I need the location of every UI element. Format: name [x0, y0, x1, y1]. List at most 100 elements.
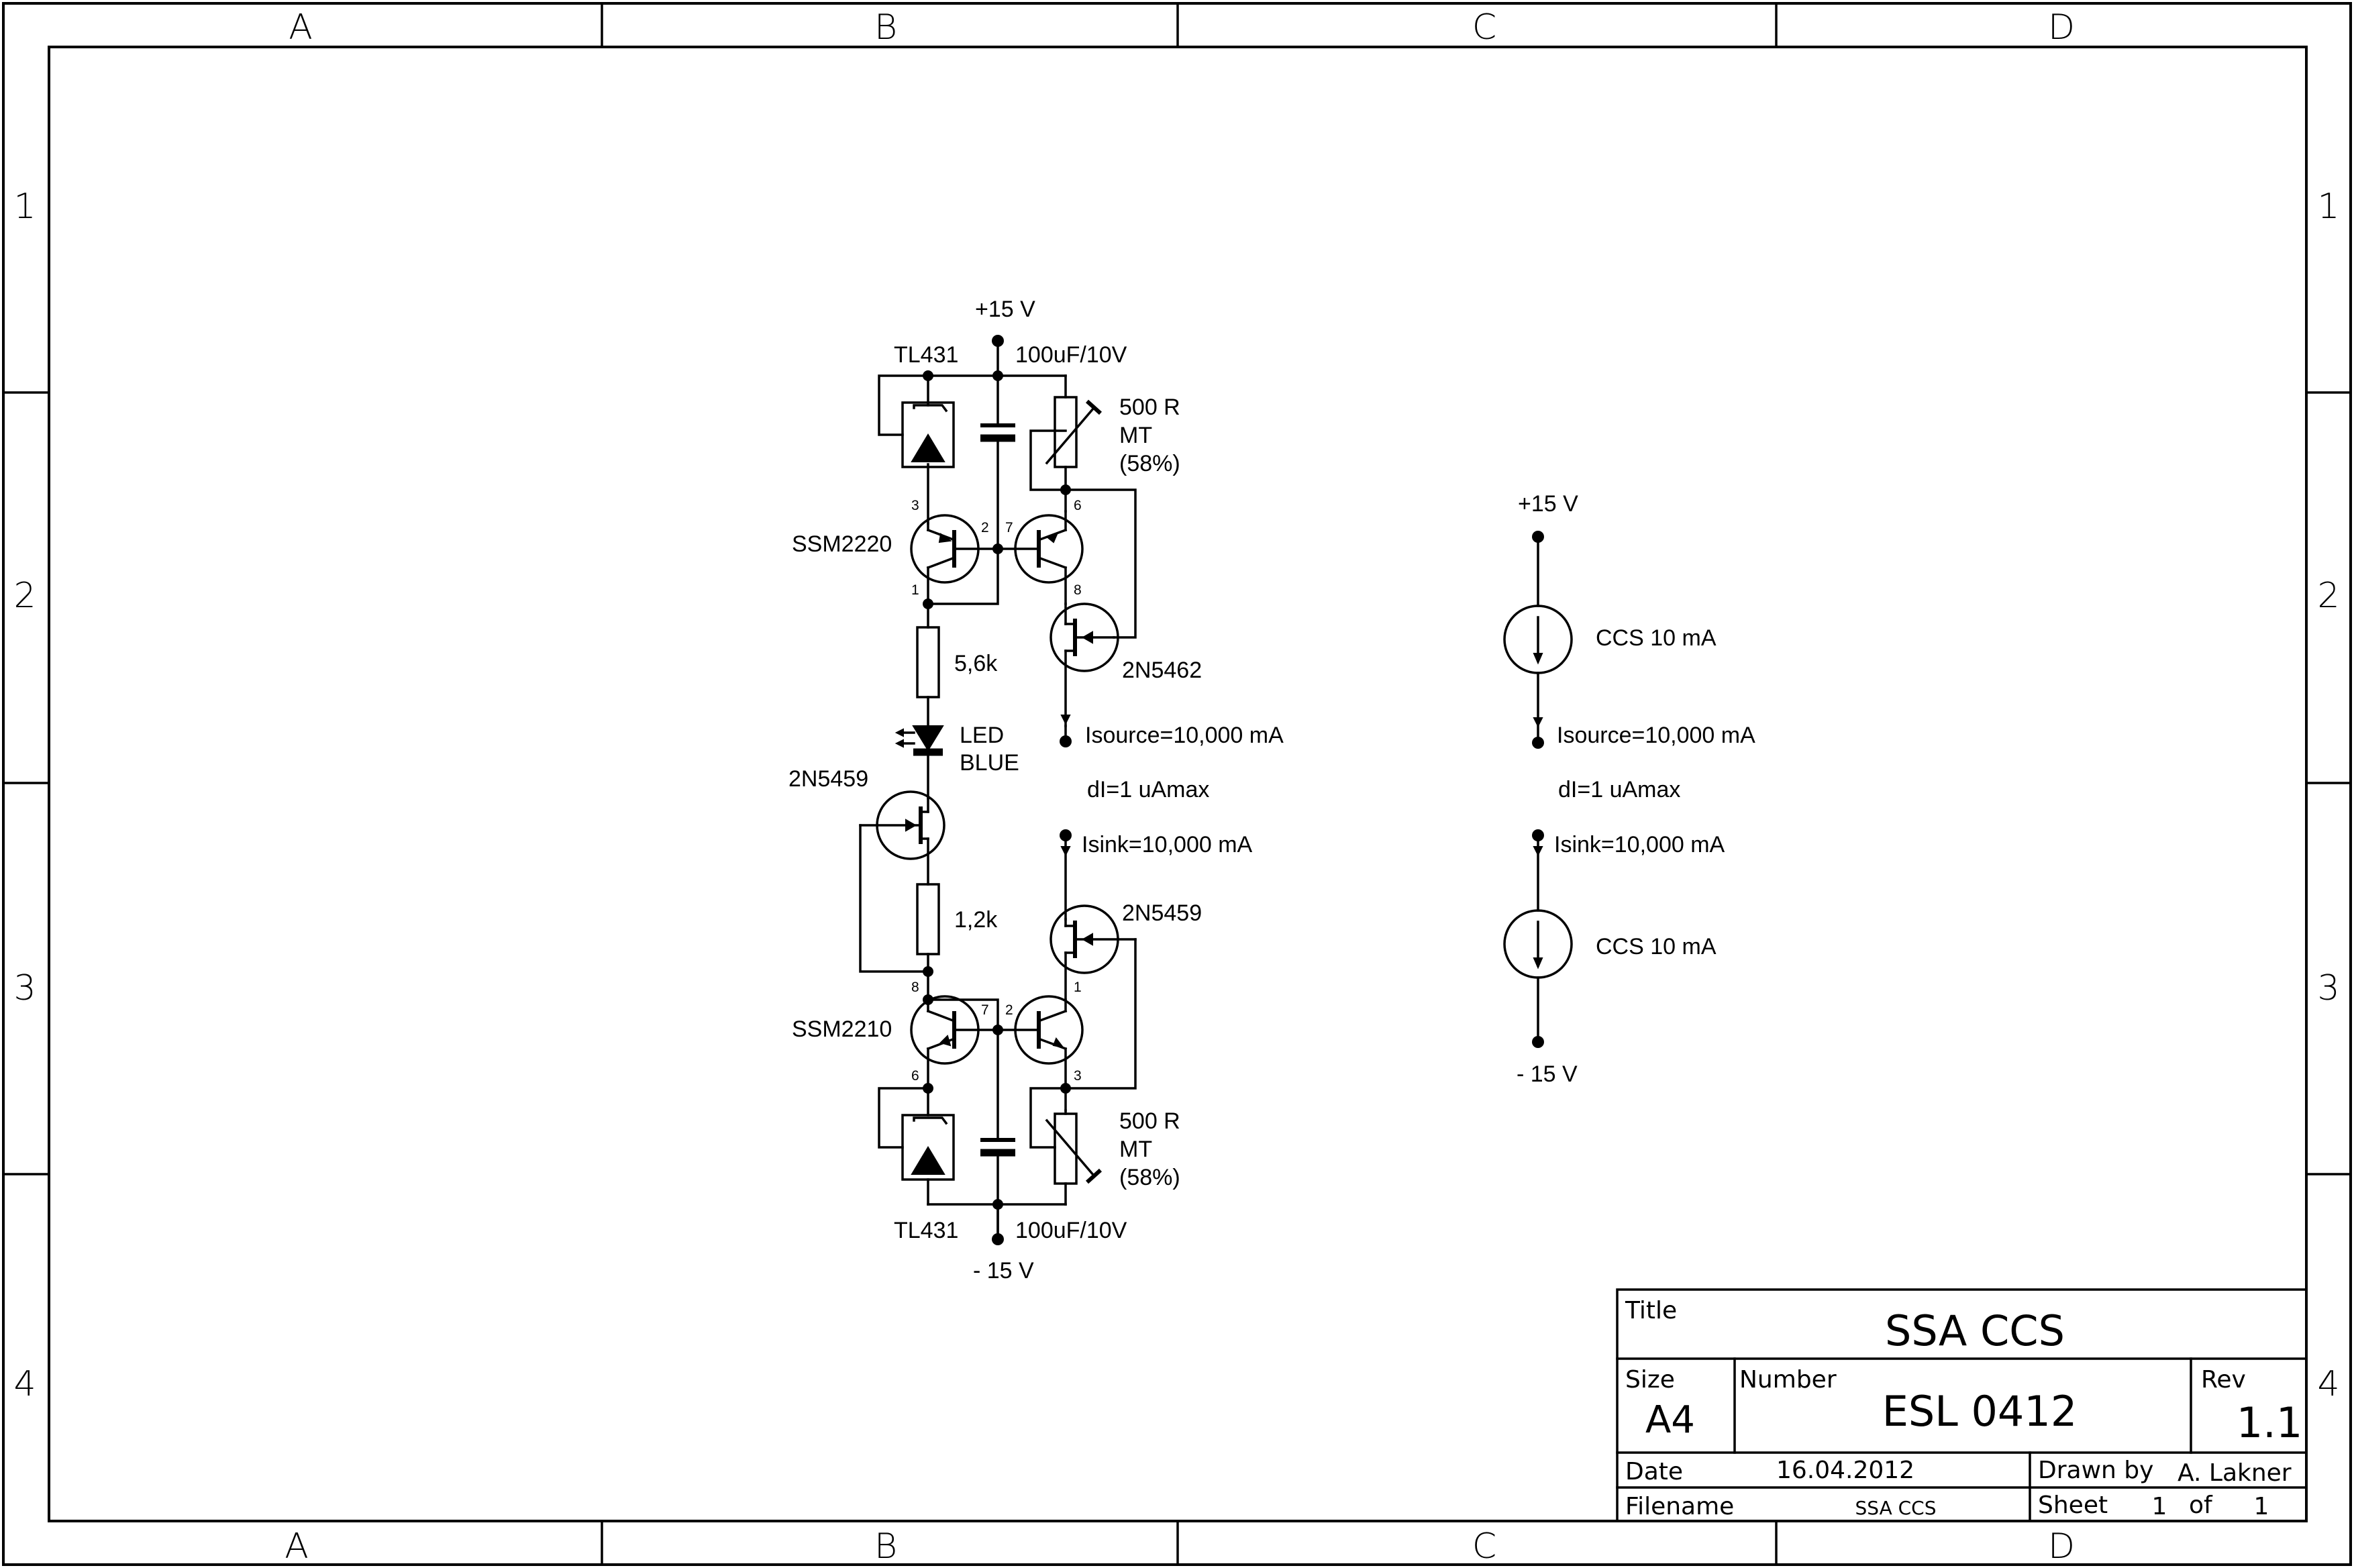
supply-minus-node — [992, 1233, 1004, 1245]
sheets-value: 1 — [2254, 1493, 2269, 1520]
pin-label: 2 — [981, 520, 989, 535]
pin-label: 7 — [1005, 520, 1013, 535]
size-value: A4 — [1645, 1398, 1695, 1442]
jfet-2n5459-middle: 2N5459 — [788, 766, 945, 886]
zone-row-1-left: 1 — [13, 187, 36, 227]
tl431-upper-symbol — [878, 374, 955, 525]
title-block: Title SSA CCS Size A4 Number ESL 0412 Re… — [1616, 1288, 2308, 1522]
led-label-line2: BLUE — [960, 750, 1019, 776]
sheet-label: Sheet — [2038, 1492, 2108, 1519]
upper-supply-label: +15 V — [975, 297, 1035, 322]
supply-plus-node — [992, 335, 1004, 347]
sink-current-label: Isink=10,000 mA — [1082, 832, 1253, 857]
pin-label: 6 — [911, 1068, 919, 1084]
upper-trimmer-value: 500 R — [1119, 395, 1180, 420]
of-label: of — [2189, 1492, 2213, 1519]
pin-label: 8 — [911, 980, 919, 995]
zone-col-d-top: D — [2048, 7, 2075, 48]
jfet-2n5462: 2N5462 — [1050, 603, 1202, 727]
ccs-source-symbol — [1503, 605, 1573, 674]
upper-ref-label: TL431 — [894, 342, 958, 368]
lower-pair-label: SSM2210 — [792, 1016, 892, 1042]
rev-label: Rev — [2201, 1366, 2246, 1394]
led-blue: LED BLUE — [894, 723, 1019, 776]
lower-trimmer-value: 500 R — [1119, 1108, 1180, 1134]
filename-value: SSA CCS — [1855, 1497, 1937, 1519]
capacitor-upper — [980, 374, 1015, 550]
tl431-lower-symbol — [878, 1087, 955, 1206]
pin-label: 2 — [1005, 1002, 1013, 1018]
jfet-2n5459-lower: 2N5459 — [1050, 900, 1202, 1001]
ssm2220-right-transistor — [996, 510, 1084, 605]
delta-current-label: dI=1 uAmax — [1087, 777, 1209, 802]
zone-row-2-right: 2 — [2317, 576, 2339, 616]
upper-trimmer-type: MT — [1119, 423, 1152, 448]
drawing-number: ESL 0412 — [1882, 1387, 2078, 1436]
middle-jfet-label: 2N5459 — [788, 766, 868, 792]
lower-supply-label: - 15 V — [973, 1258, 1034, 1284]
resistor-2-value: 1,2k — [954, 907, 998, 933]
rev-value: 1.1 — [2237, 1398, 2303, 1447]
lower-trimmer-type: MT — [1119, 1137, 1152, 1162]
drawn-by-value: A. Lakner — [2178, 1459, 2292, 1487]
sheet-value: 1 — [2152, 1493, 2167, 1520]
upper-jfet-label: 2N5462 — [1122, 658, 1202, 683]
zone-row-3-left: 3 — [13, 968, 36, 1008]
lower-sink-circuit: 8 7 2 1 6 3 SSM2210 — [792, 980, 1180, 1284]
trimmer-lower: 500 R MT (58%) — [1029, 1087, 1180, 1206]
size-label: Size — [1625, 1366, 1675, 1394]
filename-label: Filename — [1625, 1493, 1734, 1520]
lower-cap-label: 100uF/10V — [1015, 1218, 1127, 1243]
date-label: Date — [1625, 1458, 1683, 1485]
zone-row-4-left: 4 — [13, 1364, 36, 1404]
eq-supply-top: +15 V — [1518, 491, 1578, 517]
zone-row-4-right: 4 — [2317, 1364, 2339, 1404]
lower-ref-label: TL431 — [894, 1218, 958, 1243]
eq-supply-bottom: - 15 V — [1517, 1061, 1578, 1087]
zone-col-b-bottom: B — [874, 1526, 897, 1567]
zone-col-d-bottom: D — [2048, 1526, 2075, 1567]
eq-delta-current: dI=1 uAmax — [1558, 777, 1680, 802]
upper-source-circuit: +15 V TL431 100uF/10V — [792, 297, 1284, 800]
eq-ccs-bottom-label: CCS 10 mA — [1596, 934, 1717, 959]
ssm2210-left-transistor — [910, 995, 999, 1090]
zone-col-a-bottom: A — [285, 1526, 309, 1567]
pin-label: 1 — [911, 582, 919, 598]
zone-col-c-top: C — [1472, 7, 1496, 48]
ssm2210-right-transistor — [996, 995, 1084, 1112]
eq-ccs-top-label: CCS 10 mA — [1596, 625, 1717, 651]
pin-label: 1 — [1074, 980, 1082, 995]
middle-circuit: 2N5459 1,2k dI=1 uAmax Isink=10,000 mA 2… — [788, 766, 1253, 1090]
trimmer-upper: 500 R MT (58%) — [1029, 374, 1180, 491]
source-current-label: Isource=10,000 mA — [1085, 723, 1284, 748]
zone-row-2-left: 2 — [13, 576, 36, 616]
zone-col-b-top: B — [874, 7, 897, 48]
drawing-title: SSA CCS — [1885, 1306, 2065, 1355]
resistor-5k6: 5,6k — [916, 603, 998, 727]
upper-trimmer-pct: (58%) — [1119, 451, 1180, 476]
zone-row-1-right: 1 — [2317, 187, 2339, 227]
pin-label: 8 — [1074, 582, 1082, 598]
pin-label: 7 — [981, 1002, 989, 1018]
led-label-line1: LED — [960, 723, 1004, 748]
ccs-sink-symbol — [1503, 909, 1573, 979]
zone-col-a-top: A — [289, 7, 313, 48]
upper-cap-label: 100uF/10V — [1015, 342, 1127, 368]
resistor-1k2: 1,2k — [916, 883, 998, 1001]
pin-label: 6 — [1074, 498, 1082, 513]
lower-jfet-label: 2N5459 — [1122, 900, 1202, 926]
date-value: 16.04.2012 — [1776, 1457, 1914, 1484]
equivalent-circuit: +15 V CCS 10 mA Isource=10,000 mA dI=1 u… — [1503, 491, 1755, 1087]
title-label: Title — [1625, 1297, 1677, 1324]
pin-label: 3 — [1074, 1068, 1082, 1084]
drawn-by-label: Drawn by — [2038, 1457, 2153, 1484]
zone-col-c-bottom: C — [1472, 1526, 1496, 1567]
ssm2220-left-transistor — [910, 514, 999, 605]
eq-sink-current: Isink=10,000 mA — [1554, 832, 1725, 857]
zone-row-3-right: 3 — [2317, 968, 2339, 1008]
eq-source-current: Isource=10,000 mA — [1557, 723, 1755, 748]
number-label: Number — [1739, 1366, 1837, 1394]
